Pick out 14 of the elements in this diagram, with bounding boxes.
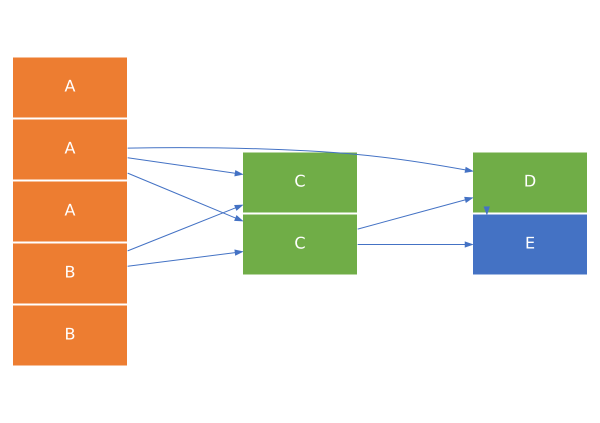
node-box: B: [12, 242, 128, 304]
arrow: [357, 241, 474, 248]
node-box: A: [12, 118, 128, 180]
arrow: [127, 147, 474, 173]
arrow: [127, 204, 244, 252]
arrow: [127, 250, 244, 267]
node-box: C: [242, 152, 358, 214]
node-box: A: [12, 56, 128, 118]
arrow: [357, 196, 474, 230]
node-box: A: [12, 180, 128, 242]
node-box: B: [12, 304, 128, 366]
arrow: [127, 157, 244, 176]
node-box: C: [242, 214, 358, 276]
arrow: [127, 172, 244, 222]
